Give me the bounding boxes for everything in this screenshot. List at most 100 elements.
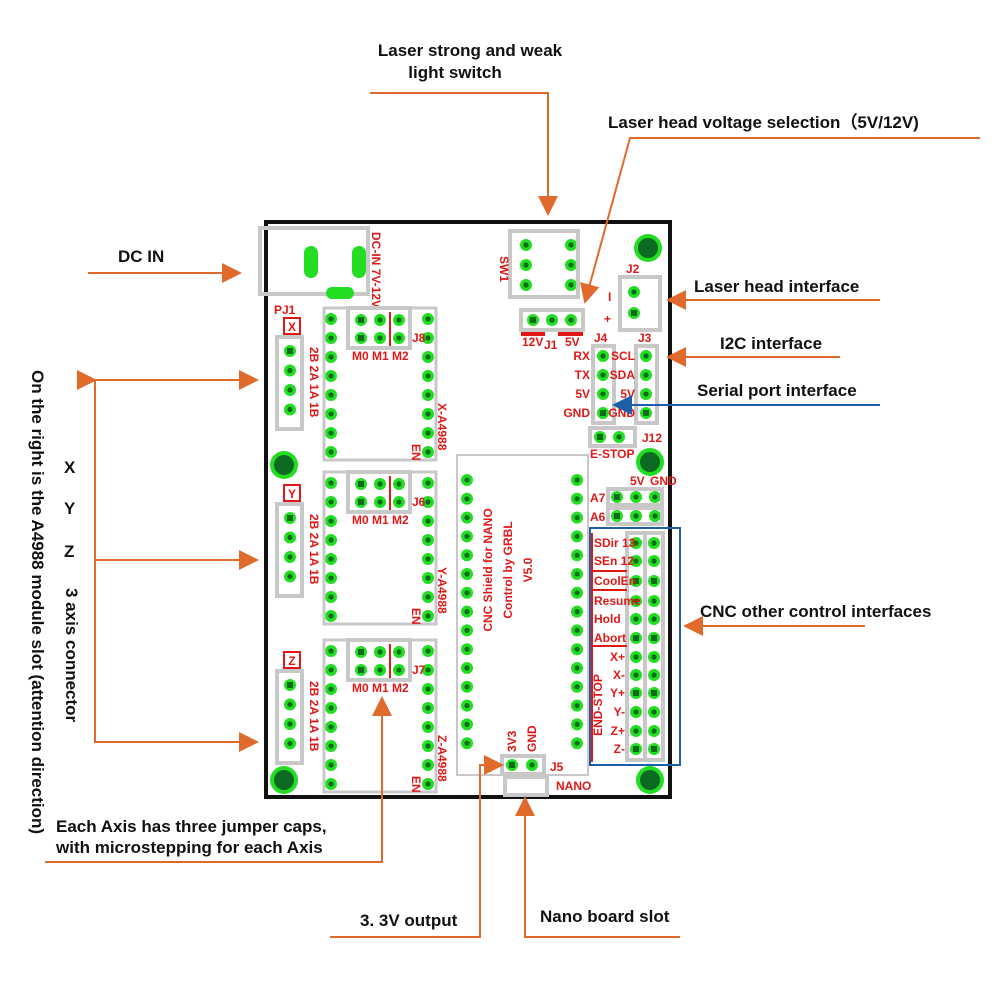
pin-hole xyxy=(568,242,574,248)
serial-pin-label: GND xyxy=(563,406,590,420)
driver-j-label: J6 xyxy=(412,495,426,509)
endstop-label: END-STOP xyxy=(591,674,605,736)
pin-hole xyxy=(328,537,334,543)
coil-labels: 2B 2A 1A 1B xyxy=(307,681,321,752)
pin-hole xyxy=(651,578,657,584)
pin-hole xyxy=(643,372,649,378)
pin-hole xyxy=(425,411,431,417)
pin-hole xyxy=(614,513,620,519)
pin-hole xyxy=(651,558,657,564)
control-header-gnd xyxy=(643,531,665,762)
pin-hole xyxy=(574,684,580,690)
microstep-jumper-block xyxy=(346,638,412,682)
serial-pin-label: 5V xyxy=(575,387,590,401)
pin-hole xyxy=(651,709,657,715)
pin-hole xyxy=(425,480,431,486)
serial-pin-label: TX xyxy=(575,368,590,382)
pin-hole xyxy=(425,686,431,692)
pin-hole xyxy=(633,690,639,696)
a4988-slot-annotation: On the right is the A4988 module slot (a… xyxy=(28,370,47,834)
pin-hole xyxy=(328,556,334,562)
pin-hole xyxy=(425,648,431,654)
pin-hole xyxy=(287,573,293,580)
dc-in-annotation: DC IN xyxy=(118,247,164,266)
pin-hole xyxy=(425,594,431,600)
control-pin-label: X- xyxy=(613,668,625,682)
pin-hole xyxy=(651,728,657,734)
i2c-pin-label: SDA xyxy=(610,368,636,382)
pin-hole xyxy=(651,672,657,678)
axis-marker xyxy=(283,651,301,669)
control-pin-label: Z- xyxy=(614,742,625,756)
pin-hole xyxy=(530,317,536,323)
pin-hole xyxy=(633,494,639,500)
pin-hole xyxy=(633,709,639,715)
pin-hole xyxy=(529,762,535,768)
pin-hole xyxy=(377,649,383,655)
silk-bar xyxy=(521,332,545,336)
j2-label: J2 xyxy=(626,262,640,276)
pin-hole xyxy=(574,571,580,577)
y-label: Y xyxy=(64,499,76,518)
pin-hole xyxy=(651,690,657,696)
pin-hole xyxy=(633,654,639,660)
pin-hole xyxy=(574,533,580,540)
pin-hole xyxy=(287,682,293,688)
pin-hole xyxy=(633,558,639,564)
pin-hole xyxy=(425,537,431,543)
pin-hole xyxy=(328,480,334,486)
pin-hole xyxy=(464,684,470,690)
i2c-annotation: I2C interface xyxy=(720,334,822,353)
a7-header xyxy=(606,487,664,507)
pin-hole xyxy=(643,410,649,416)
v33-annotation: 3. 3V output xyxy=(360,911,458,930)
pin-hole xyxy=(464,721,470,728)
control-pin-label: Hold xyxy=(594,612,621,626)
pin-hole xyxy=(328,667,334,673)
pin-hole xyxy=(574,552,580,558)
pin-hole xyxy=(464,496,470,502)
pin-hole xyxy=(574,496,580,502)
switch-annotation-line1: Laser strong and weak xyxy=(378,41,563,60)
j4-label: J4 xyxy=(594,331,608,345)
control-pin-label: Abort xyxy=(594,631,626,645)
pin-hole xyxy=(328,648,334,654)
pin-hole xyxy=(287,387,293,393)
pin-hole xyxy=(631,310,637,316)
pin-hole xyxy=(287,515,293,521)
pin-hole xyxy=(328,743,334,749)
pin-hole xyxy=(396,649,402,655)
pin-hole xyxy=(358,481,364,487)
control-pin-label: CoolEn xyxy=(594,574,636,588)
pin-hole xyxy=(425,335,431,341)
a7-label: A7 xyxy=(590,491,606,505)
pin-hole xyxy=(574,721,580,728)
control-pin-label: Z+ xyxy=(611,724,625,738)
dc-in-silk: DC-IN 7V-12V xyxy=(369,232,383,308)
pin-hole xyxy=(464,552,470,558)
switch-annotation-line2: light switch xyxy=(408,63,502,82)
annotation-leaders xyxy=(45,92,980,938)
jumper-label: M1 xyxy=(372,349,389,363)
laser-head-annotation: Laser head interface xyxy=(694,277,859,296)
pj1-label: PJ1 xyxy=(274,303,296,317)
coil-labels: 2B 2A 1A 1B xyxy=(307,514,321,585)
pin-hole xyxy=(328,411,334,417)
pin-hole xyxy=(633,672,639,678)
j1-header xyxy=(519,308,585,332)
jumper-annotation-line1: Each Axis has three jumper caps, xyxy=(56,817,327,836)
silk-bar xyxy=(558,332,583,336)
pin-hole xyxy=(425,762,431,768)
i2c-pin-label: 5V xyxy=(620,387,635,401)
pin-hole xyxy=(425,354,431,360)
driver-name-label: X-A4988 xyxy=(435,403,449,451)
jumper-label: M2 xyxy=(392,681,409,695)
pin-hole xyxy=(377,317,383,323)
axis-motor-connector xyxy=(275,669,304,765)
mounting-hole-center xyxy=(638,238,658,258)
pin-hole xyxy=(633,598,639,604)
mounting-hole-center xyxy=(274,770,294,790)
pin-hole xyxy=(328,613,334,619)
pin-hole xyxy=(358,667,364,673)
j5-3v3-label: 3V3 xyxy=(505,730,519,752)
